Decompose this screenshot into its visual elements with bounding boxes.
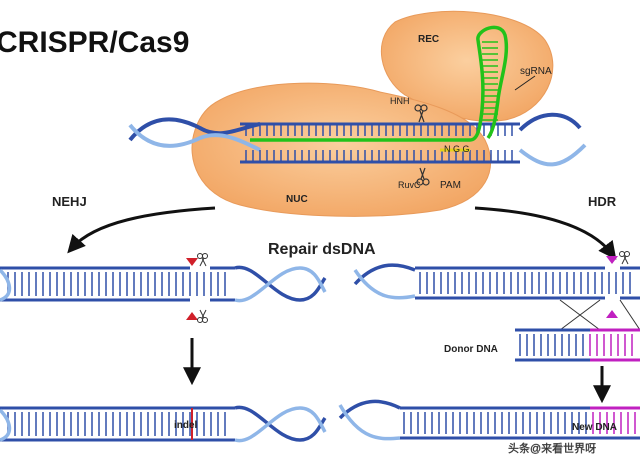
ruvc-label: RuvC (398, 180, 421, 190)
scissors-icon (197, 253, 208, 267)
cut-marker (606, 256, 618, 264)
new-dna-label: New DNA (572, 422, 617, 433)
donor-marker (606, 310, 618, 318)
nhej-result-dna: indel (0, 405, 327, 443)
scissors-icon (414, 104, 428, 123)
nuc-label: NUC (286, 194, 308, 205)
nhej-break-dna (0, 253, 327, 323)
pam-label: PAM (440, 180, 461, 191)
indel-label: indel (174, 420, 198, 431)
rec-lobe (380, 10, 554, 122)
donor-label: Donor DNA (444, 344, 498, 355)
scissors-icon (619, 251, 630, 265)
scissors-icon (416, 167, 430, 186)
cut-marker (186, 258, 198, 266)
nuc-lobe (191, 82, 492, 217)
repair-title: Repair dsDNA (268, 241, 376, 258)
hdr-arrow (474, 206, 617, 260)
cas9-protein: REC NUC (191, 10, 554, 217)
pam-sequence: N G G (444, 144, 470, 154)
hdr-break-dna (353, 251, 640, 331)
nehj-label: NEHJ (52, 194, 87, 209)
cut-marker (186, 312, 198, 320)
hdr-result-dna: New DNA (338, 399, 640, 441)
guide-rna (250, 25, 509, 142)
hdr-label: HDR (588, 194, 617, 209)
donor-dna: Donor DNA (444, 328, 640, 362)
rec-label: REC (418, 34, 439, 45)
scissors-icon (197, 309, 208, 323)
target-dna: N G G sgRNA PAM HNH RuvC (128, 25, 587, 191)
diagram-title: CRISPR/Cas9 (0, 26, 189, 59)
hnh-label: HNH (390, 96, 410, 106)
sgrna-label: sgRNA (520, 66, 552, 77)
nehj-arrow (67, 206, 216, 254)
watermark: 头条@来看世界呀 (508, 441, 596, 455)
